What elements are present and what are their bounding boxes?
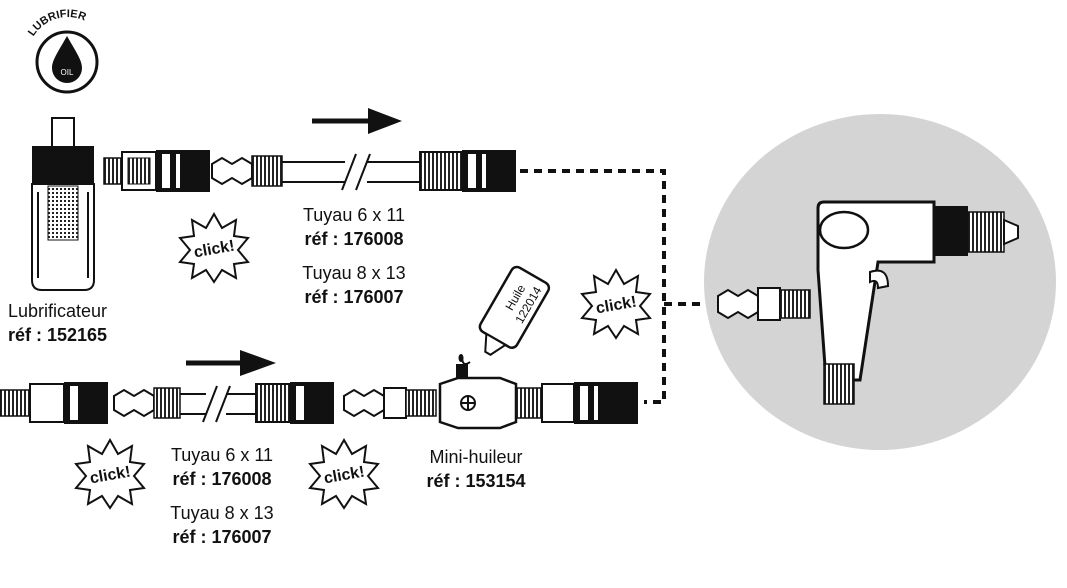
badge-oil-text: OIL — [61, 68, 74, 77]
oil-bottle-icon: Huile 122014 — [458, 265, 551, 365]
svg-text:click!: click! — [89, 464, 132, 488]
bottom-hose-1-ref: réf : 176008 — [172, 469, 272, 489]
bottom-hose-2-ref: réf : 176007 — [172, 527, 272, 547]
mini-oiler-ref: réf : 153154 — [426, 471, 526, 491]
top-line-assembly — [103, 150, 516, 192]
svg-text:click!: click! — [193, 238, 236, 262]
svg-text:click!: click! — [595, 294, 638, 318]
pneumatic-tool-circle — [704, 114, 1056, 450]
bottom-line-assembly — [0, 364, 638, 430]
click-burst-top: click! — [178, 211, 250, 284]
top-flow-arrow-icon — [312, 108, 402, 134]
lubricator-ref: réf : 152165 — [8, 325, 108, 345]
bottom-hose-2-name: Tuyau 8 x 13 — [170, 503, 274, 523]
svg-text:click!: click! — [323, 464, 366, 488]
air-path-dotted-line — [520, 169, 666, 404]
bottom-hose-1-name: Tuyau 6 x 11 — [170, 445, 274, 465]
lubricator-name: Lubrificateur — [8, 301, 108, 321]
bottom-flow-arrow-icon — [186, 350, 276, 376]
top-hose-2-name: Tuyau 8 x 13 — [302, 263, 406, 283]
mini-oiler-name: Mini-huileur — [429, 447, 523, 467]
top-hose-1-name: Tuyau 6 x 11 — [302, 205, 406, 225]
click-burst-right: click! — [580, 267, 652, 340]
top-hose-2-ref: réf : 176007 — [304, 287, 404, 307]
lubrifier-badge: LUBRIFIER OIL — [26, 8, 99, 94]
lubricator-unit — [31, 117, 95, 291]
oil-drop-icon — [52, 36, 82, 83]
click-burst-bottom-left: click! — [74, 437, 146, 510]
air-drill-icon — [816, 200, 1019, 405]
click-burst-bottom-middle: click! — [308, 437, 380, 510]
mini-oiler-icon — [438, 364, 518, 430]
top-hose-1-ref: réf : 176008 — [304, 229, 404, 249]
